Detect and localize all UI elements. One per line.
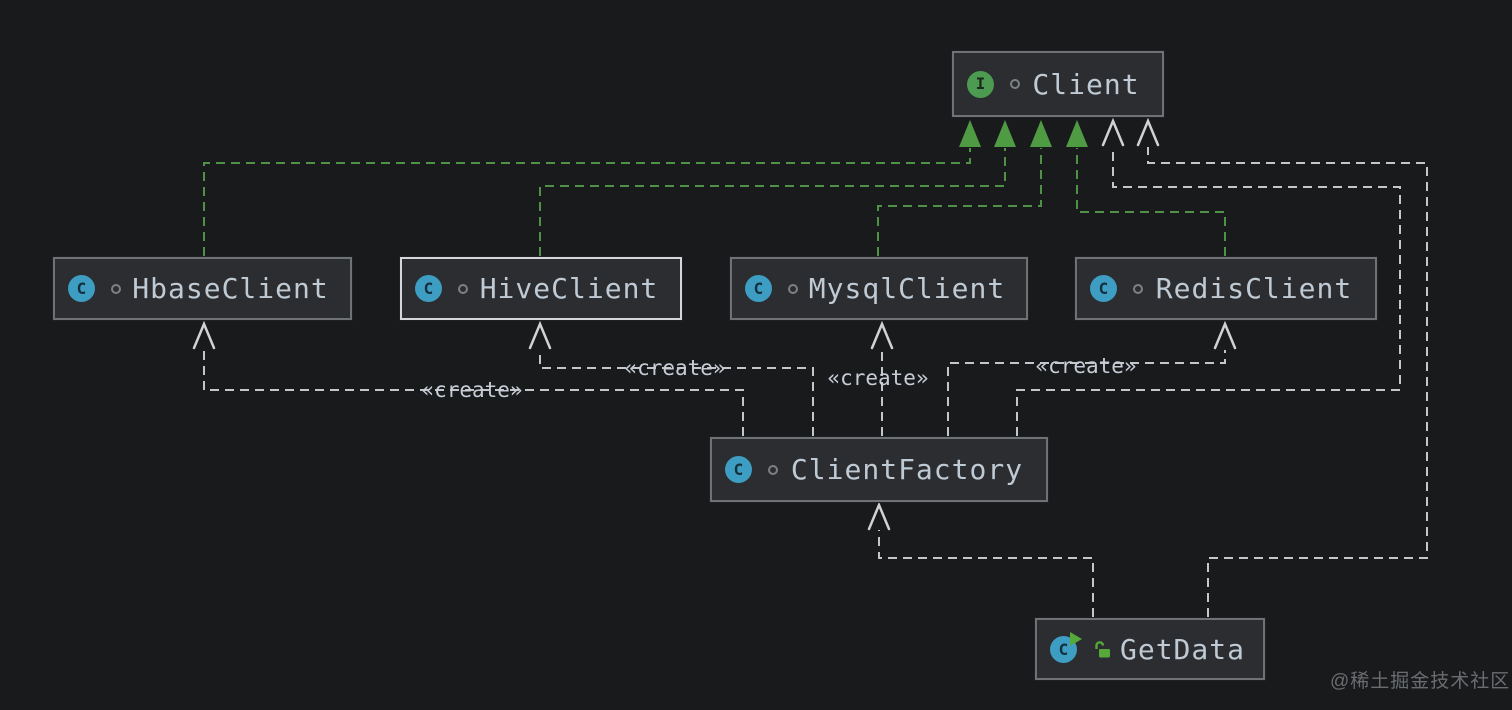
class-icon: C xyxy=(745,275,772,302)
node-name: Client xyxy=(1032,67,1140,101)
watermark: @稀土掘金技术社区 xyxy=(1330,671,1511,692)
edge-redisclient-implements-client xyxy=(1076,148,1226,256)
node-name: MysqlClient xyxy=(808,272,1006,305)
edge-label-create: «create» xyxy=(421,378,523,402)
run-class-icon: C xyxy=(1050,632,1082,663)
node-name: ClientFactory xyxy=(790,453,1024,486)
class-icon: C xyxy=(725,456,752,483)
node-hiveclient[interactable]: C HiveClient xyxy=(400,257,682,320)
edge-clientfactory-creates-hbaseclient xyxy=(203,350,744,436)
dependency-arrowhead xyxy=(867,501,891,531)
edge-label-create: «create» xyxy=(624,356,726,380)
class-icon: C xyxy=(68,275,95,302)
edge-clientfactory-creates-hiveclient xyxy=(539,350,814,436)
realization-arrowhead xyxy=(959,120,981,147)
edge-getdata-depends-clientfactory xyxy=(878,530,1094,617)
edge-label-create: «create» xyxy=(827,366,929,390)
dependency-arrowhead xyxy=(870,320,894,350)
node-hbaseclient[interactable]: C HbaseClient xyxy=(53,257,352,320)
interface-icon-letter: I xyxy=(975,74,986,93)
node-getdata[interactable]: C GetData xyxy=(1035,618,1265,680)
edge-mysqlclient-implements-client xyxy=(877,148,1042,256)
class-icon-letter: C xyxy=(733,459,744,479)
interface-icon: I xyxy=(967,70,994,98)
class-icon-letter: C xyxy=(76,278,87,298)
visibility-icon xyxy=(458,283,468,294)
class-icon: C xyxy=(1090,275,1117,302)
node-name: RedisClient xyxy=(1155,272,1353,305)
node-name: HbaseClient xyxy=(132,272,329,305)
dependency-arrowhead xyxy=(1101,117,1125,147)
visibility-icon xyxy=(1010,79,1020,89)
node-redisclient[interactable]: C RedisClient xyxy=(1075,257,1377,320)
class-icon-letter: C xyxy=(753,278,764,298)
node-mysqlclient[interactable]: C MysqlClient xyxy=(730,257,1028,320)
edge-hbaseclient-implements-client xyxy=(203,148,971,256)
edge-getdata-depends-client xyxy=(1147,147,1428,617)
lock-open-icon xyxy=(1092,639,1112,659)
class-icon-letter: C xyxy=(1058,639,1069,659)
visibility-icon xyxy=(111,283,121,294)
dependency-arrowhead xyxy=(1213,320,1237,350)
visibility-icon xyxy=(768,464,778,475)
node-clientfactory[interactable]: C ClientFactory xyxy=(710,437,1048,502)
visibility-icon xyxy=(1133,283,1143,294)
dependency-arrowhead xyxy=(1136,117,1160,147)
edge-clientfactory-depends-client xyxy=(1016,147,1401,436)
dependency-arrowhead xyxy=(528,320,552,350)
class-icon-letter: C xyxy=(423,278,434,298)
dependency-arrowhead xyxy=(192,320,216,350)
node-name: GetData xyxy=(1119,632,1245,666)
class-icon: C xyxy=(415,275,442,302)
realization-arrowhead xyxy=(994,120,1016,147)
visibility-icon xyxy=(788,283,798,294)
realization-arrowhead xyxy=(1066,120,1088,147)
node-client-interface[interactable]: I Client xyxy=(952,51,1164,117)
class-icon-letter: C xyxy=(1098,278,1109,298)
realization-arrowhead xyxy=(1030,120,1052,147)
run-arrow-icon xyxy=(1070,632,1082,646)
edge-label-create: «create» xyxy=(1035,354,1137,378)
edge-clientfactory-creates-redisclient xyxy=(947,350,1226,436)
edge-hiveclient-implements-client xyxy=(539,148,1006,256)
node-name: HiveClient xyxy=(479,272,659,305)
